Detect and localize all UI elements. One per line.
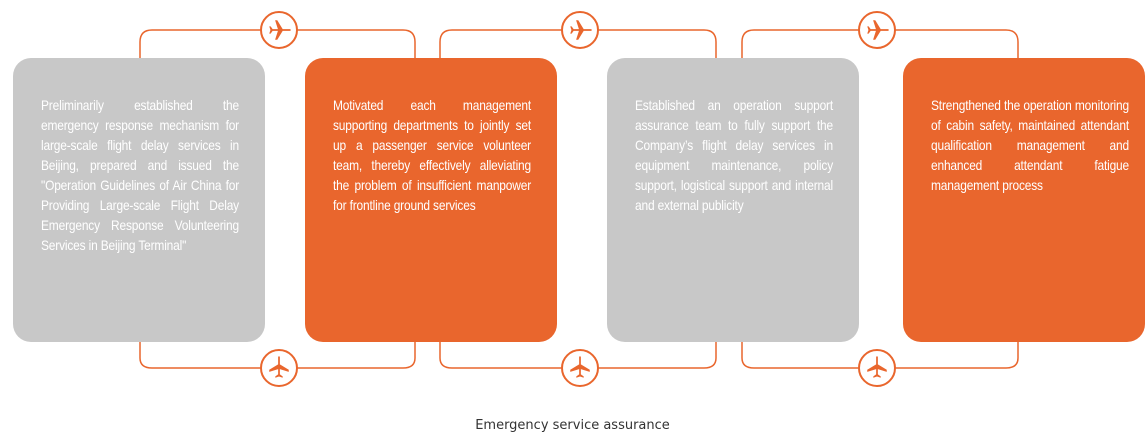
step-card-4: Strengthened the operation monitoring of…	[903, 58, 1145, 342]
figure-caption: Emergency service assurance	[475, 418, 670, 433]
airplane-icon	[561, 11, 599, 49]
step-card-1: Preliminarily established the emergency …	[13, 58, 265, 342]
airplane-icon	[561, 349, 599, 387]
airplane-icon	[260, 349, 298, 387]
airplane-icon	[858, 349, 896, 387]
airplane-icon	[858, 11, 896, 49]
step-card-4-text: Strengthened the operation monitoring of…	[931, 98, 1129, 193]
step-card-3: Established an operation support assuran…	[607, 58, 859, 342]
step-card-2: Motivated each management supporting dep…	[305, 58, 557, 342]
step-card-2-text: Motivated each management supporting dep…	[333, 98, 531, 213]
step-card-3-text: Established an operation support assuran…	[635, 98, 833, 213]
airplane-icon	[260, 11, 298, 49]
step-card-1-text: Preliminarily established the emergency …	[41, 98, 239, 253]
